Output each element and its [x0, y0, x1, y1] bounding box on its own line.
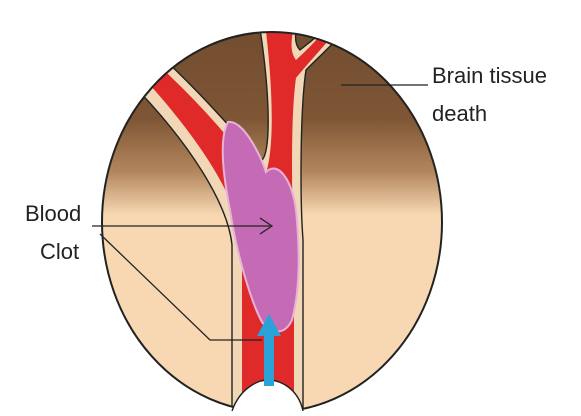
- label-brain-tissue-death: death: [432, 99, 487, 129]
- label-blood: Blood: [25, 199, 81, 229]
- label-clot: Clot: [40, 237, 79, 267]
- label-brain-tissue: Brain tissue: [432, 61, 547, 91]
